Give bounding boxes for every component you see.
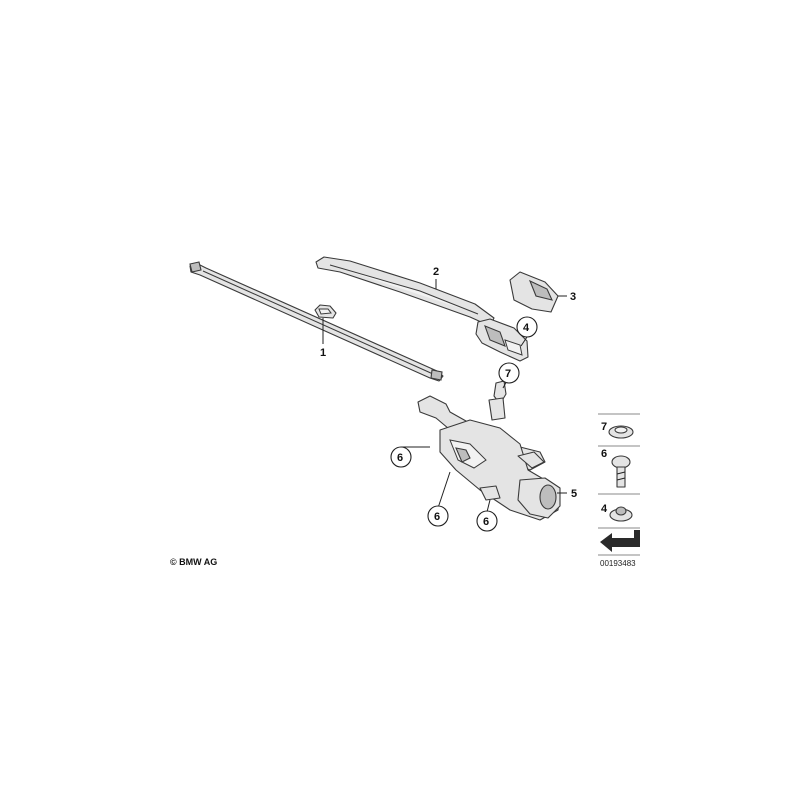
svg-text:6: 6 xyxy=(601,448,607,460)
svg-text:7: 7 xyxy=(505,368,511,380)
spindle-part[interactable] xyxy=(488,380,507,421)
callout-6-left: 6 xyxy=(390,446,412,468)
svg-text:5: 5 xyxy=(571,488,577,500)
svg-text:6: 6 xyxy=(483,516,489,528)
small-parts-panel: 7 6 4 xyxy=(598,413,640,556)
svg-text:6: 6 xyxy=(397,452,403,464)
wiper-motor-part[interactable] xyxy=(417,395,561,521)
svg-text:4: 4 xyxy=(523,322,530,334)
svg-text:7: 7 xyxy=(601,421,607,433)
svg-text:4: 4 xyxy=(601,503,608,515)
callout-6-bottom: 6 xyxy=(427,505,449,527)
cover-cap-part[interactable] xyxy=(509,271,559,313)
bolt-6-item[interactable]: 6 xyxy=(601,448,631,488)
arrow-symbol-icon xyxy=(600,530,640,552)
callout-2: 2 xyxy=(433,266,439,278)
wiper-arm-part[interactable] xyxy=(315,256,529,362)
callout-1: 1 xyxy=(320,347,326,359)
svg-text:3: 3 xyxy=(570,291,576,303)
callout-3: 3 xyxy=(570,291,576,303)
svg-text:1: 1 xyxy=(320,347,326,359)
wiper-blade-part[interactable] xyxy=(189,261,444,382)
callout-5: 5 xyxy=(571,488,577,500)
svg-text:6: 6 xyxy=(434,511,440,523)
callout-7: 7 xyxy=(498,362,520,384)
diagram-id: 00193483 xyxy=(600,559,636,568)
callout-6-right: 6 xyxy=(476,510,498,532)
grommet-7-item[interactable]: 7 xyxy=(601,421,634,439)
grommet-4-item[interactable]: 4 xyxy=(601,503,633,522)
callout-4: 4 xyxy=(516,316,538,338)
svg-text:2: 2 xyxy=(433,266,439,278)
copyright-label: © BMW AG xyxy=(170,557,217,567)
